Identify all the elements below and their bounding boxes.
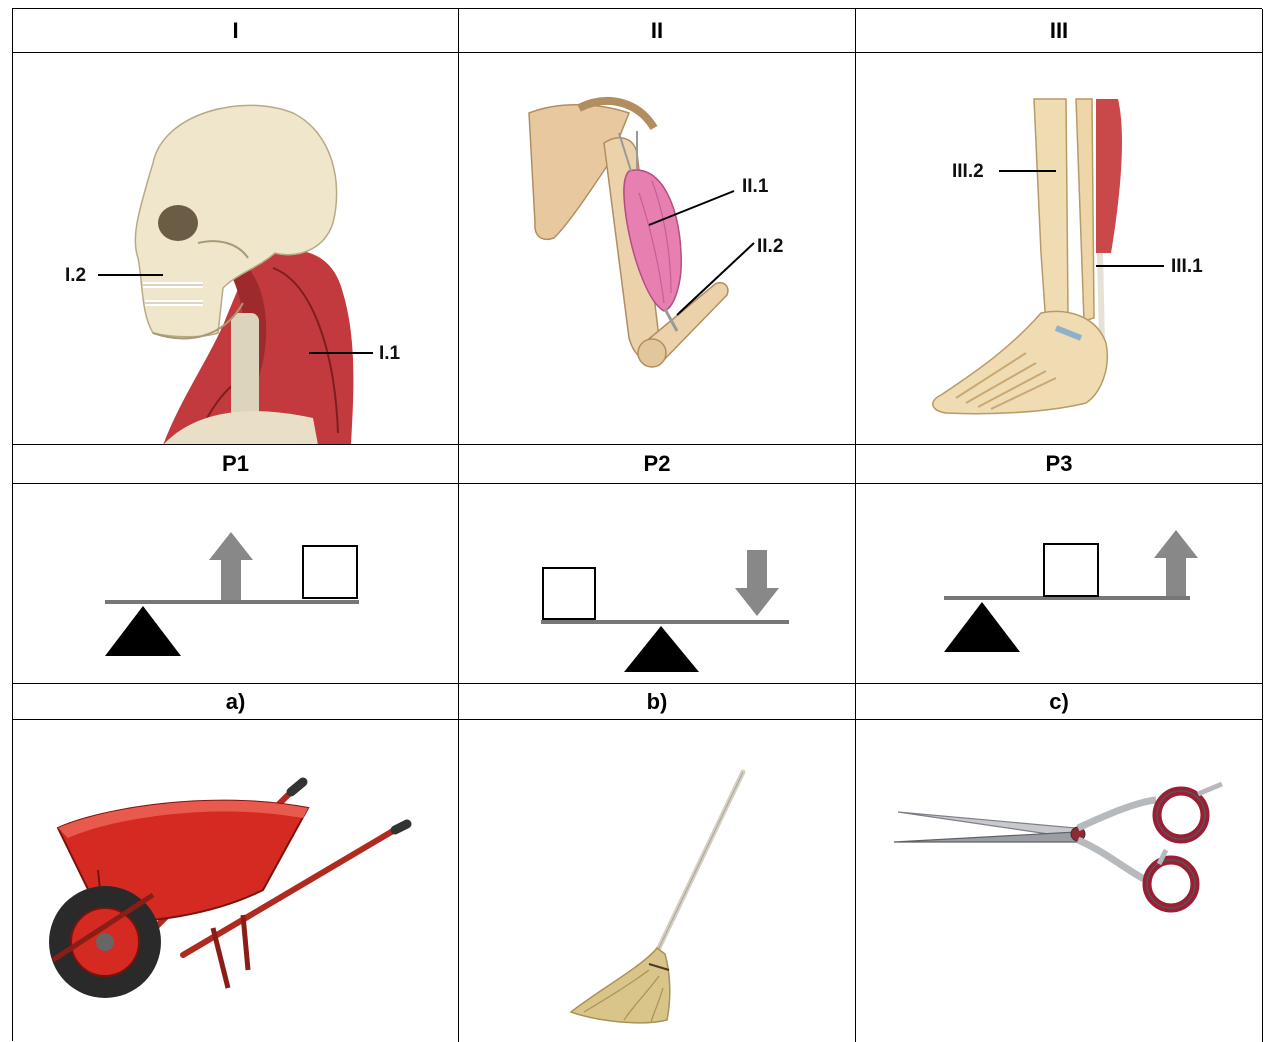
header-P3: P3: [856, 445, 1263, 484]
lever-P3-cell: [856, 484, 1263, 684]
arm-cell: II.1 II.2: [459, 53, 856, 445]
header-II: II: [459, 9, 856, 53]
header-label: c): [1049, 689, 1069, 715]
header-a: a): [13, 684, 459, 720]
label-III1: III.1: [1171, 257, 1203, 276]
effort-arrow-up: [209, 532, 253, 600]
header-label: b): [647, 689, 668, 715]
effort-arrow-down: [735, 550, 779, 616]
broom-illustration: [459, 720, 856, 1042]
wheelbarrow-illustration: [13, 720, 459, 1042]
header-label: P3: [1046, 451, 1073, 477]
header-I: I: [13, 9, 459, 53]
header-label: III: [1050, 18, 1068, 44]
header-b: b): [459, 684, 856, 720]
fulcrum-triangle: [105, 606, 181, 656]
scissors-cell: [856, 720, 1263, 1042]
lever-P3-diagram: [856, 484, 1263, 684]
leg-cell: III.2 III.1: [856, 53, 1263, 445]
fulcrum-triangle: [944, 602, 1020, 652]
anatomy-lever-table: I II III I.2: [12, 8, 1262, 1041]
skull-neck-cell: I.2 I.1: [13, 53, 459, 445]
header-label: P1: [222, 451, 249, 477]
effort-arrow-up: [1154, 530, 1198, 596]
header-label: II: [651, 18, 663, 44]
label-I1: I.1: [379, 344, 400, 363]
header-label: I: [232, 18, 238, 44]
lever-P2-diagram: [459, 484, 856, 684]
label-I2: I.2: [65, 266, 86, 285]
load-box: [543, 568, 595, 619]
lever-P1-cell: [13, 484, 459, 684]
wheelbarrow-cell: [13, 720, 459, 1042]
scissors-illustration: [856, 720, 1263, 1042]
label-III2: III.2: [952, 162, 984, 181]
label-II1: II.1: [742, 177, 768, 196]
arm-illustration: [459, 53, 856, 445]
header-P1: P1: [13, 445, 459, 484]
header-c: c): [856, 684, 1263, 720]
load-box: [303, 546, 357, 598]
leg-illustration: [856, 53, 1263, 445]
header-III: III: [856, 9, 1263, 53]
load-box: [1044, 544, 1098, 596]
lever-P1-diagram: [13, 484, 459, 684]
label-II2: II.2: [757, 237, 783, 256]
header-label: a): [226, 689, 246, 715]
header-P2: P2: [459, 445, 856, 484]
header-label: P2: [644, 451, 671, 477]
lever-P2-cell: [459, 484, 856, 684]
skull-neck-illustration: [13, 53, 459, 445]
fulcrum-triangle: [624, 626, 699, 672]
broom-cell: [459, 720, 856, 1042]
